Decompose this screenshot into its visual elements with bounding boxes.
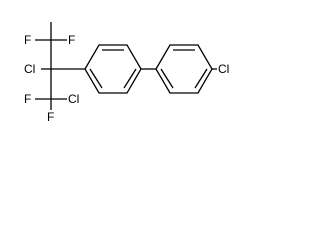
- atom-label-f-bottom: F: [47, 110, 54, 124]
- label-bg-cl-bottom: [67, 92, 85, 106]
- right-ring-double-bond-left: [160, 68, 174, 89]
- atom-labels: F F Cl F F Cl Cl: [23, 33, 235, 124]
- label-bg-f-top2: [67, 33, 79, 47]
- label-bg-cl-mid: [23, 62, 41, 76]
- label-bg-f-top1: [23, 33, 35, 47]
- atom-label-f-bottom-left: F: [24, 92, 31, 106]
- molecule-structure-diagram: F F Cl F F Cl Cl: [0, 0, 253, 135]
- right-ring-double-bond-right: [194, 68, 208, 89]
- label-bg-cl-right: [217, 62, 235, 76]
- side-chain-bonds: [33, 22, 85, 114]
- atom-label-f-top-left: F: [24, 33, 31, 47]
- atom-label-f-top-right: F: [68, 33, 75, 47]
- left-ring-double-bond-right: [123, 68, 137, 89]
- label-bg-f-bottom1: [23, 92, 35, 106]
- atom-label-cl-right: Cl: [218, 62, 229, 76]
- label-bg-f-bottom2: [45, 110, 57, 124]
- atom-label-cl-mid: Cl: [24, 62, 35, 76]
- atom-label-cl-bottom: Cl: [68, 92, 79, 106]
- left-ring-double-bond-left: [89, 68, 103, 89]
